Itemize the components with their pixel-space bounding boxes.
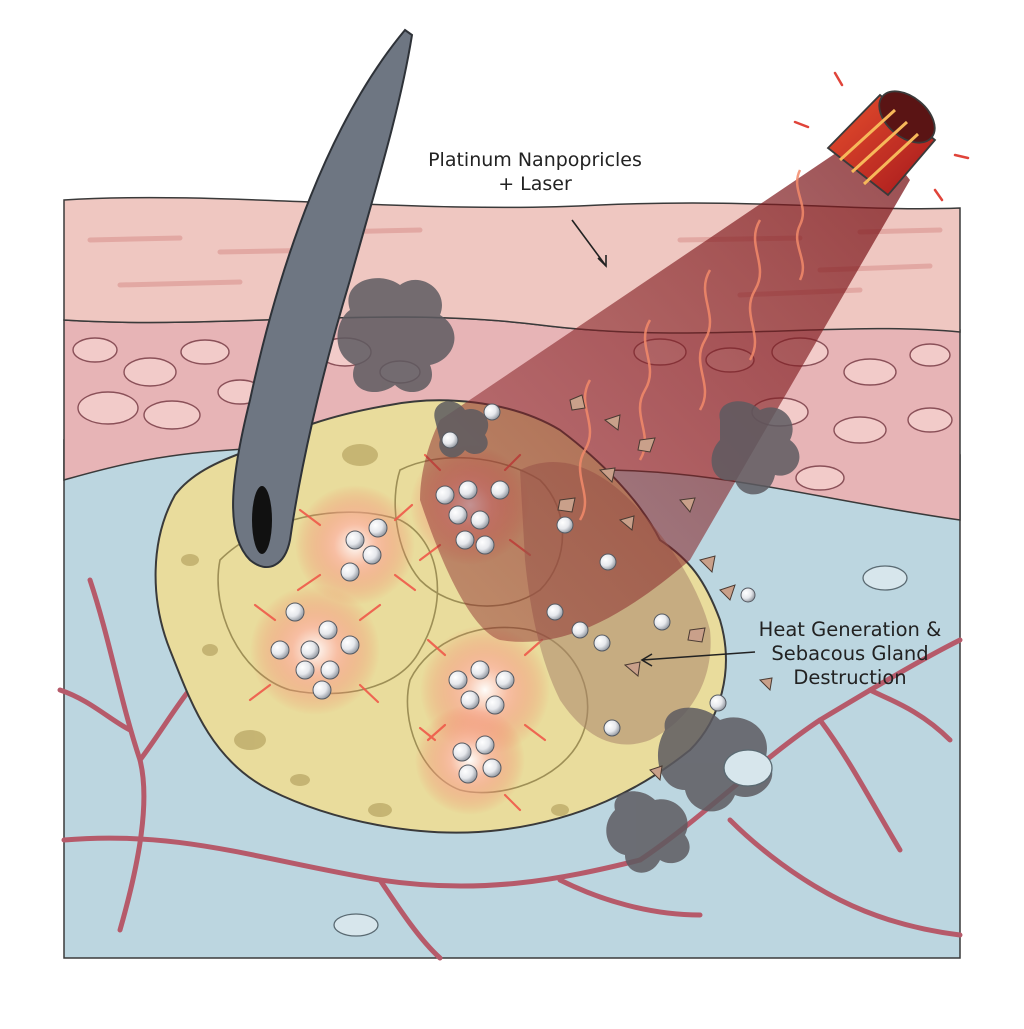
hair-icon — [232, 28, 414, 569]
heat-label-line1: Heat Generation & — [758, 618, 942, 641]
gland-specks — [181, 444, 569, 817]
laser-label: Platinum Nanpopricles + Laser — [395, 148, 675, 196]
tissue-debris — [557, 394, 773, 782]
laser-waves — [578, 169, 805, 521]
subcutis-cells — [333, 565, 908, 937]
laser-device-icon — [793, 71, 970, 202]
smoke-icon — [337, 278, 800, 873]
laser-beam — [420, 130, 910, 642]
laser-label-line1: Platinum Nanpopricles — [428, 149, 642, 171]
nanoparticle-icon — [270, 403, 756, 784]
heat-label-line3: Destruction — [793, 666, 907, 689]
blood-vessel-icon — [57, 577, 963, 961]
hair-follicle-opening — [252, 486, 272, 554]
heat-label-line2: Sebacous Gland — [771, 642, 929, 665]
heat-label: Heat Generation & Sebacous Gland Destruc… — [740, 618, 960, 690]
annotation-arrows — [571, 219, 756, 667]
laser-label-line2: + Laser — [498, 173, 572, 195]
